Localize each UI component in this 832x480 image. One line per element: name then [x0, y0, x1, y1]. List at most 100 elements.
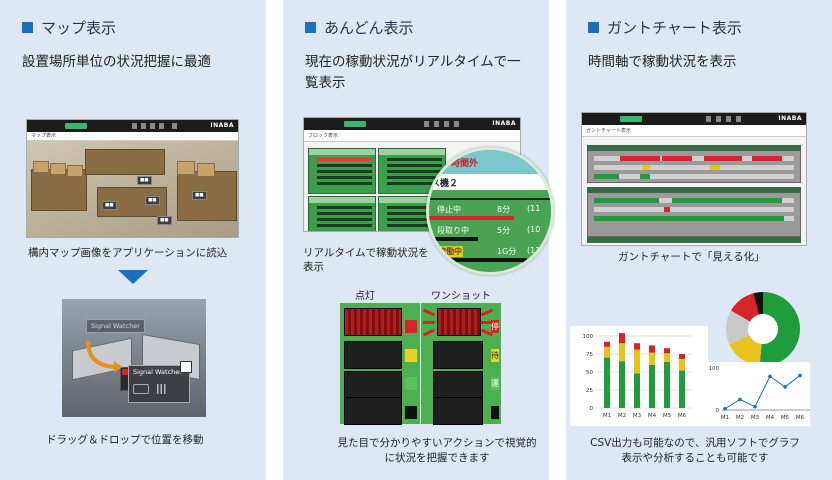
inaba-logo: INABA: [778, 115, 802, 122]
bar-segment: [664, 353, 670, 362]
list-icon: [141, 123, 146, 129]
app-toolbar: INABA: [27, 120, 238, 132]
bar-segment: [679, 370, 685, 408]
lamp-red-flash: [437, 308, 481, 336]
data-point: [753, 404, 757, 409]
x-tick-label: M6: [678, 413, 687, 419]
status-label-wait: 待: [491, 349, 499, 362]
y-tick-label: 75: [586, 352, 593, 358]
bar-segment: [634, 373, 640, 408]
user-icon: [424, 121, 429, 127]
signal-watcher-card[interactable]: Signal Watcher: [128, 365, 190, 403]
lamp-off: [344, 341, 402, 369]
lamp-off: [433, 397, 483, 425]
y-tick-label: 0: [716, 408, 720, 414]
toolbar-green-button: [65, 123, 87, 129]
bar-segment: [619, 333, 625, 344]
status-black-marker: [405, 406, 417, 419]
info-icon: [172, 123, 177, 129]
bar-segment: [619, 343, 625, 362]
gantt-panel-subtitle: 時間軸で稼動状況を表示: [588, 54, 737, 70]
gantt-caption-1: ガントチャートで「見える化」: [618, 251, 765, 263]
zoom-machine-name: ス機２: [431, 179, 459, 189]
flash-ray-icon: [422, 308, 436, 317]
bullet-square-icon: [22, 22, 33, 33]
flash-ray-icon: [423, 321, 435, 324]
app-tab-label: マップ表示: [27, 132, 238, 141]
bar-segment: [649, 364, 655, 408]
x-tick-label: M2: [736, 415, 744, 421]
toolbar-green-button: [620, 116, 642, 122]
list-icon: [434, 121, 439, 127]
data-point: [738, 397, 742, 402]
bar-segment: [679, 359, 685, 371]
bar-segment: [649, 345, 655, 353]
map-panel-subtitle: 設置場所単位の状況把握に最適: [22, 54, 211, 70]
gear-icon: [454, 121, 459, 127]
status-label-run: 運: [491, 377, 499, 390]
lamp-off: [433, 371, 483, 399]
status-red-marker: [405, 320, 417, 333]
lamp-oneshot-label: ワンショット: [431, 291, 491, 302]
bar-segment: [619, 361, 625, 408]
app-tab-label: ガントチャート表示: [582, 125, 806, 137]
flash-ray-icon: [422, 328, 436, 337]
app-toolbar: INABA: [304, 118, 520, 130]
user-icon: [706, 116, 711, 122]
map-app-screenshot: INABA マップ表示 ■■ ■■ ■■ ■■ ■■: [26, 119, 239, 238]
data-point: [783, 385, 787, 389]
x-tick-label: M1: [721, 415, 729, 421]
x-tick-label: M6: [796, 415, 805, 421]
y-tick-label: 100: [583, 334, 594, 340]
bar-segment: [664, 348, 670, 354]
status-label-stop: 停: [491, 320, 499, 333]
lamp-on-label: 点灯: [355, 291, 375, 302]
warehouse-map-image: ■■ ■■ ■■ ■■ ■■: [27, 141, 238, 237]
map-marker: ■■: [137, 176, 152, 185]
map-panel-title: マップ表示: [22, 17, 116, 38]
y-tick-label: 0: [590, 406, 594, 412]
x-tick-label: M1: [603, 413, 611, 419]
map-marker: ■■: [145, 196, 160, 205]
bar-segment: [649, 352, 655, 365]
toolbar-green-button: [344, 121, 366, 127]
bar-segment: [634, 343, 640, 350]
lamp-off: [344, 371, 402, 399]
zoom-status-header: 時間外: [451, 159, 479, 169]
series-line: [724, 375, 801, 410]
x-tick-label: M5: [781, 415, 790, 421]
lamp-red-lit: [344, 308, 402, 336]
gear-icon: [159, 123, 164, 129]
map-marker: ■■: [102, 201, 117, 210]
bar-segment: [679, 354, 685, 360]
data-point: [768, 374, 772, 379]
andon-card[interactable]: [308, 148, 376, 194]
lamp-off: [433, 341, 483, 369]
x-tick-label: M4: [648, 413, 657, 419]
bullet-square-icon: [588, 22, 599, 33]
status-black-marker: [491, 406, 499, 419]
app-toolbar: INABA: [582, 113, 806, 125]
y-tick-label: 100: [709, 366, 720, 372]
inaba-logo: INABA: [210, 122, 234, 129]
gantt-app-screenshot: INABA ガントチャート表示: [581, 112, 807, 246]
map-marker: ■■: [192, 191, 207, 200]
x-tick-label: M3: [751, 415, 760, 421]
gantt-caption-2: CSV出力も可能なので、汎用ソフトでグラフ表示や分析することも可能です: [590, 437, 800, 464]
bullet-square-icon: [305, 22, 316, 33]
andon-card[interactable]: [308, 196, 376, 231]
gear-icon: [736, 116, 741, 122]
lock-icon: [150, 123, 155, 129]
lamp-oneshot-example: 停 待 運: [421, 303, 501, 425]
bar-segment: [604, 341, 610, 347]
bar-segment: [604, 357, 610, 408]
status-yellow-marker: [405, 349, 417, 362]
lamp-on-example: [340, 303, 420, 425]
data-point: [723, 406, 727, 411]
cursor-icon: [180, 361, 192, 373]
